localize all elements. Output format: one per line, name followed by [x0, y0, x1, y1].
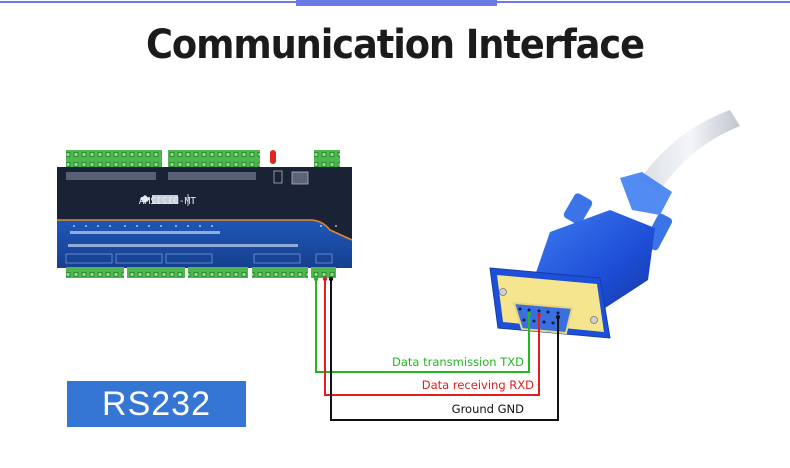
top-terminal-block-2	[168, 150, 260, 168]
reset-button	[273, 170, 283, 184]
top-pin-labels	[66, 172, 256, 180]
io-controller-device: TM-D1212MA	[57, 150, 353, 278]
wire-label-rxd: Data receiving RXD	[421, 378, 534, 392]
mount-hole-left	[499, 288, 507, 296]
db9-pins	[518, 307, 560, 325]
wire-txd	[315, 279, 530, 373]
mount-hole-right	[590, 316, 598, 324]
page-title: Communication Interface	[146, 22, 645, 68]
brand-logo	[140, 195, 178, 204]
wire-gnd-dot-device	[328, 276, 334, 282]
usb-cable	[640, 110, 740, 190]
top-terminal-block-1	[66, 150, 162, 168]
wire-rxd-dot-connector	[537, 313, 541, 317]
header-accent-tab	[296, 0, 497, 6]
orange-trim-line	[57, 219, 353, 241]
wire-label-gnd: Ground GND	[451, 402, 524, 416]
wire-gnd-dot-connector	[556, 315, 560, 319]
wire-rxd-dot-device	[322, 276, 328, 282]
thumb-screw-left	[563, 193, 593, 225]
wire-txd-dot-connector	[527, 312, 531, 316]
wire-txd-dot-device	[313, 276, 319, 282]
cable-strain-relief	[620, 172, 672, 215]
output-labels	[68, 231, 298, 247]
bottom-terminal-block-3	[188, 267, 248, 278]
wire-gnd	[330, 279, 559, 421]
device-model-text: TM-D1212MA	[139, 196, 196, 207]
output-leds	[73, 225, 337, 227]
bottom-screw-slots	[65, 253, 333, 264]
rs232-terminal-block	[311, 267, 336, 278]
rs232-badge: RS232	[67, 381, 246, 427]
top-terminal-block-3	[314, 150, 340, 168]
status-led	[270, 150, 276, 164]
wire-label-txd: Data transmission TXD	[392, 355, 524, 369]
bottom-terminal-block-1	[66, 267, 124, 278]
ethernet-port	[291, 171, 309, 185]
bottom-terminal-block-4	[252, 267, 308, 278]
wire-rxd	[324, 279, 540, 396]
db9-serial-connector	[489, 110, 740, 339]
db9-socket	[512, 301, 574, 335]
bottom-terminal-block-2	[127, 267, 185, 278]
